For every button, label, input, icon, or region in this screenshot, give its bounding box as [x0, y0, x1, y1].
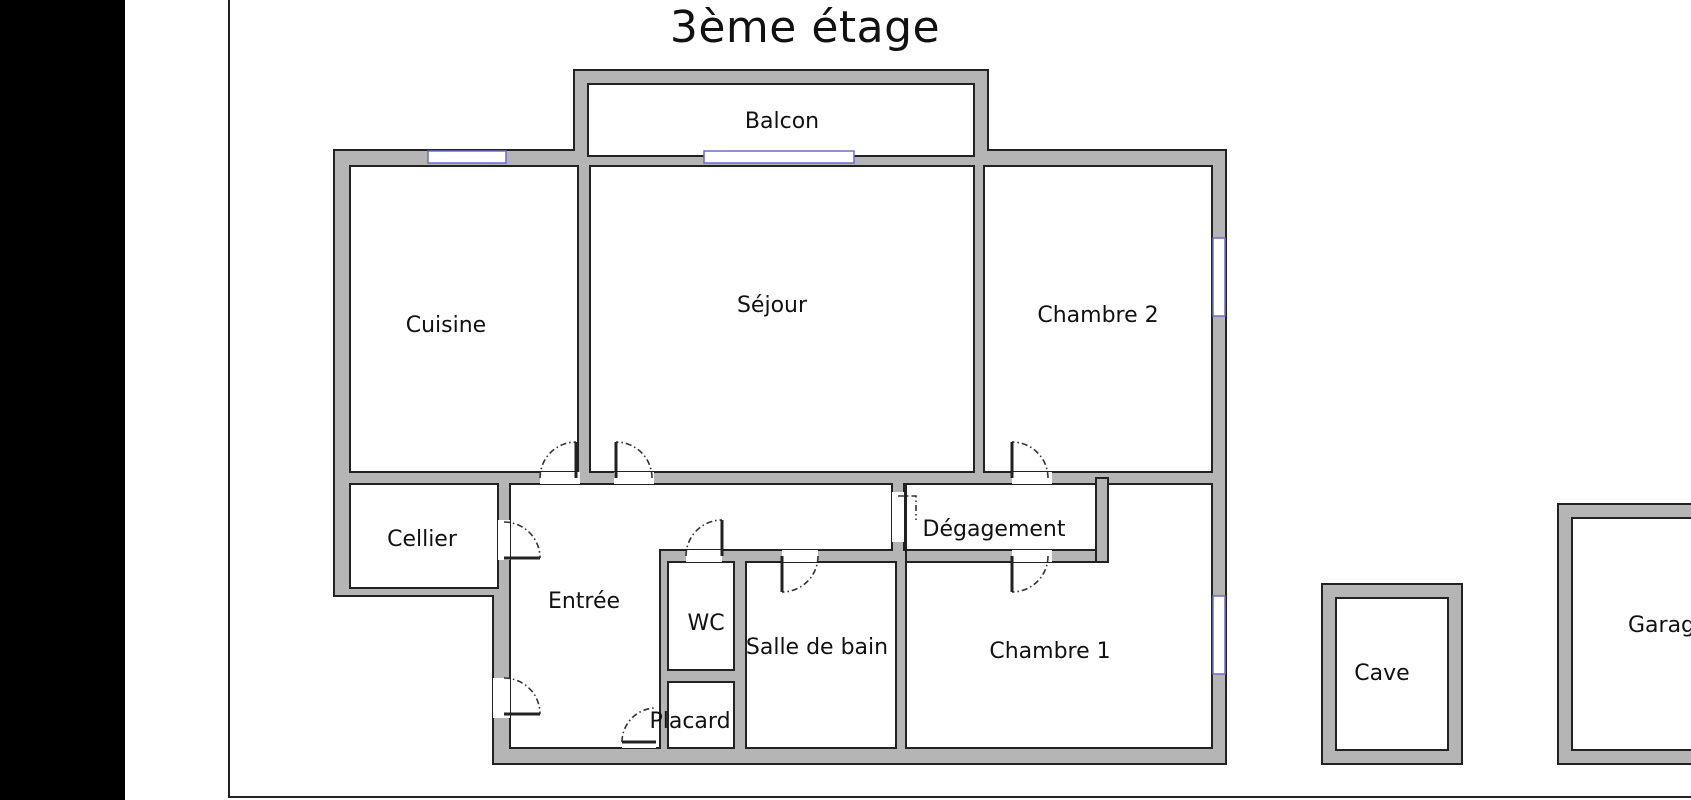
- cellier-door-gap: [498, 520, 510, 560]
- chambre1-label: Chambre 1: [989, 639, 1110, 664]
- cellier-label: Cellier: [387, 527, 458, 552]
- cave-label: Cave: [1354, 661, 1409, 686]
- placard-door-arc: [621, 707, 657, 743]
- cellier-door-arc: [503, 521, 541, 559]
- garage-block: [1557, 503, 1691, 765]
- cuisine-window: [427, 150, 507, 164]
- chambre1-door-gap: [1012, 550, 1052, 562]
- chambre2-window: [1212, 237, 1226, 317]
- chambre1-door-arc: [1011, 555, 1049, 593]
- left-black-border: [0, 0, 125, 800]
- room-labels: Balcon Cuisine Séjour Chambre 2 Cellier …: [387, 109, 1691, 734]
- cuisine-door-arc: [539, 441, 577, 479]
- degagement-chambre1-wall: [905, 549, 1103, 563]
- cellier-area: [349, 483, 499, 589]
- sdb-door-gap: [782, 550, 818, 562]
- entree-label: Entrée: [548, 589, 620, 614]
- doors: [503, 441, 1049, 744]
- sejour-door-arc: [615, 441, 653, 479]
- salle-de-bain-area: [745, 561, 897, 749]
- degagement-label: Dégagement: [923, 517, 1066, 542]
- placard-label: Placard: [649, 709, 730, 734]
- wc-door-gap: [686, 550, 722, 562]
- chambre1-window: [1212, 595, 1226, 675]
- balcon-label: Balcon: [745, 109, 819, 134]
- sejour-window: [703, 150, 855, 164]
- entry-door-arc: [503, 677, 541, 715]
- walls: [333, 69, 1227, 765]
- degagement-door-gap: [892, 492, 904, 542]
- wc-area: [667, 561, 735, 671]
- salle-de-bain-label: Salle de bain: [746, 635, 888, 660]
- sejour-area: [589, 165, 975, 473]
- floor-title: 3ème étage: [669, 2, 941, 53]
- placard-area: [667, 681, 735, 749]
- wc-door-arc: [685, 519, 723, 557]
- chambre2-area: [983, 165, 1213, 473]
- cuisine-label: Cuisine: [406, 313, 486, 338]
- cuisine-area: [349, 165, 579, 473]
- sejour-label: Séjour: [737, 293, 808, 318]
- cave-block: [1321, 583, 1463, 765]
- degagement-door-arc: [898, 495, 917, 520]
- chambre1-area: [905, 483, 1213, 749]
- sdb-door-arc: [781, 555, 819, 593]
- chambre2-door-gap: [1012, 472, 1052, 484]
- garage-label: Garag: [1628, 613, 1691, 638]
- wc-label: WC: [687, 611, 724, 636]
- cuisine-door-gap: [540, 472, 580, 484]
- cave-area: [1335, 597, 1449, 751]
- chambre2-door-arc: [1011, 441, 1049, 479]
- chambre2-label: Chambre 2: [1037, 303, 1158, 328]
- sejour-door-gap: [614, 472, 654, 484]
- degagement-right-wall: [1095, 477, 1109, 563]
- garage-area: [1571, 517, 1691, 751]
- entry-door-gap: [493, 678, 510, 718]
